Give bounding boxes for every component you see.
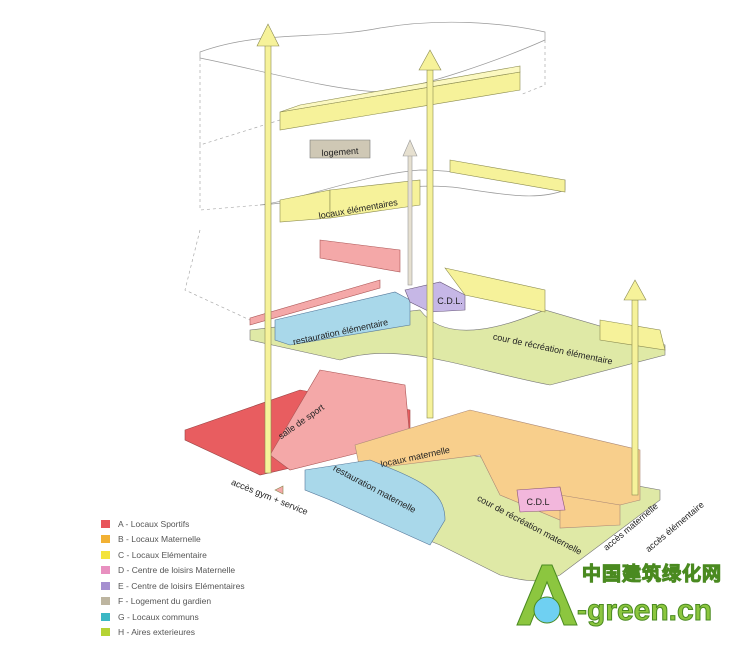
circulation-arrows (256, 23, 647, 496)
level-3-locaux-elementaires (279, 65, 521, 131)
legend-item: A - Locaux Sportifs (101, 516, 245, 532)
level-2-locaux-elementaires (279, 159, 566, 223)
arrow-up-icon (402, 139, 418, 286)
label-acces-gym: accès gym + service (230, 477, 310, 517)
legend-item: D - Centre de loisirs Maternelle (101, 563, 245, 579)
legend-item: F - Logement du gardien (101, 594, 245, 610)
dashed-connectors (184, 40, 546, 321)
restauration-elementaire-block (274, 291, 411, 346)
label-cdl-elementaire: C.D.L. (437, 296, 463, 306)
arrow-up-icon (418, 49, 442, 419)
cdl-maternelle-block (516, 486, 566, 513)
label-cdl-maternelle: C.D.L (526, 497, 549, 507)
watermark-logo-icon (516, 564, 578, 626)
legend-item: B - Locaux Maternelle (101, 532, 245, 548)
level-1-red-blocks (249, 239, 401, 326)
watermark: 中国建筑绿化网 -green.cn (512, 560, 727, 640)
legend-item: E - Centre de loisirs Elémentaires (101, 578, 245, 594)
legend-item: C - Locaux Elémentaire (101, 547, 245, 563)
legend-item: G - Locaux communs (101, 609, 245, 625)
arrow-up-icon (256, 23, 280, 474)
logement-block (309, 139, 371, 159)
locaux-maternelle-blocks (354, 409, 641, 529)
legend-item: H - Aires exterieures (101, 625, 245, 641)
access-triangle-icon (274, 485, 284, 495)
cdl-elementaire-block (404, 281, 466, 313)
label-logement: logement (321, 146, 359, 159)
restauration-maternelle-block (304, 459, 446, 546)
legend: A - Locaux Sportifs B - Locaux Maternell… (101, 516, 245, 640)
arrow-up-icon (623, 279, 647, 496)
